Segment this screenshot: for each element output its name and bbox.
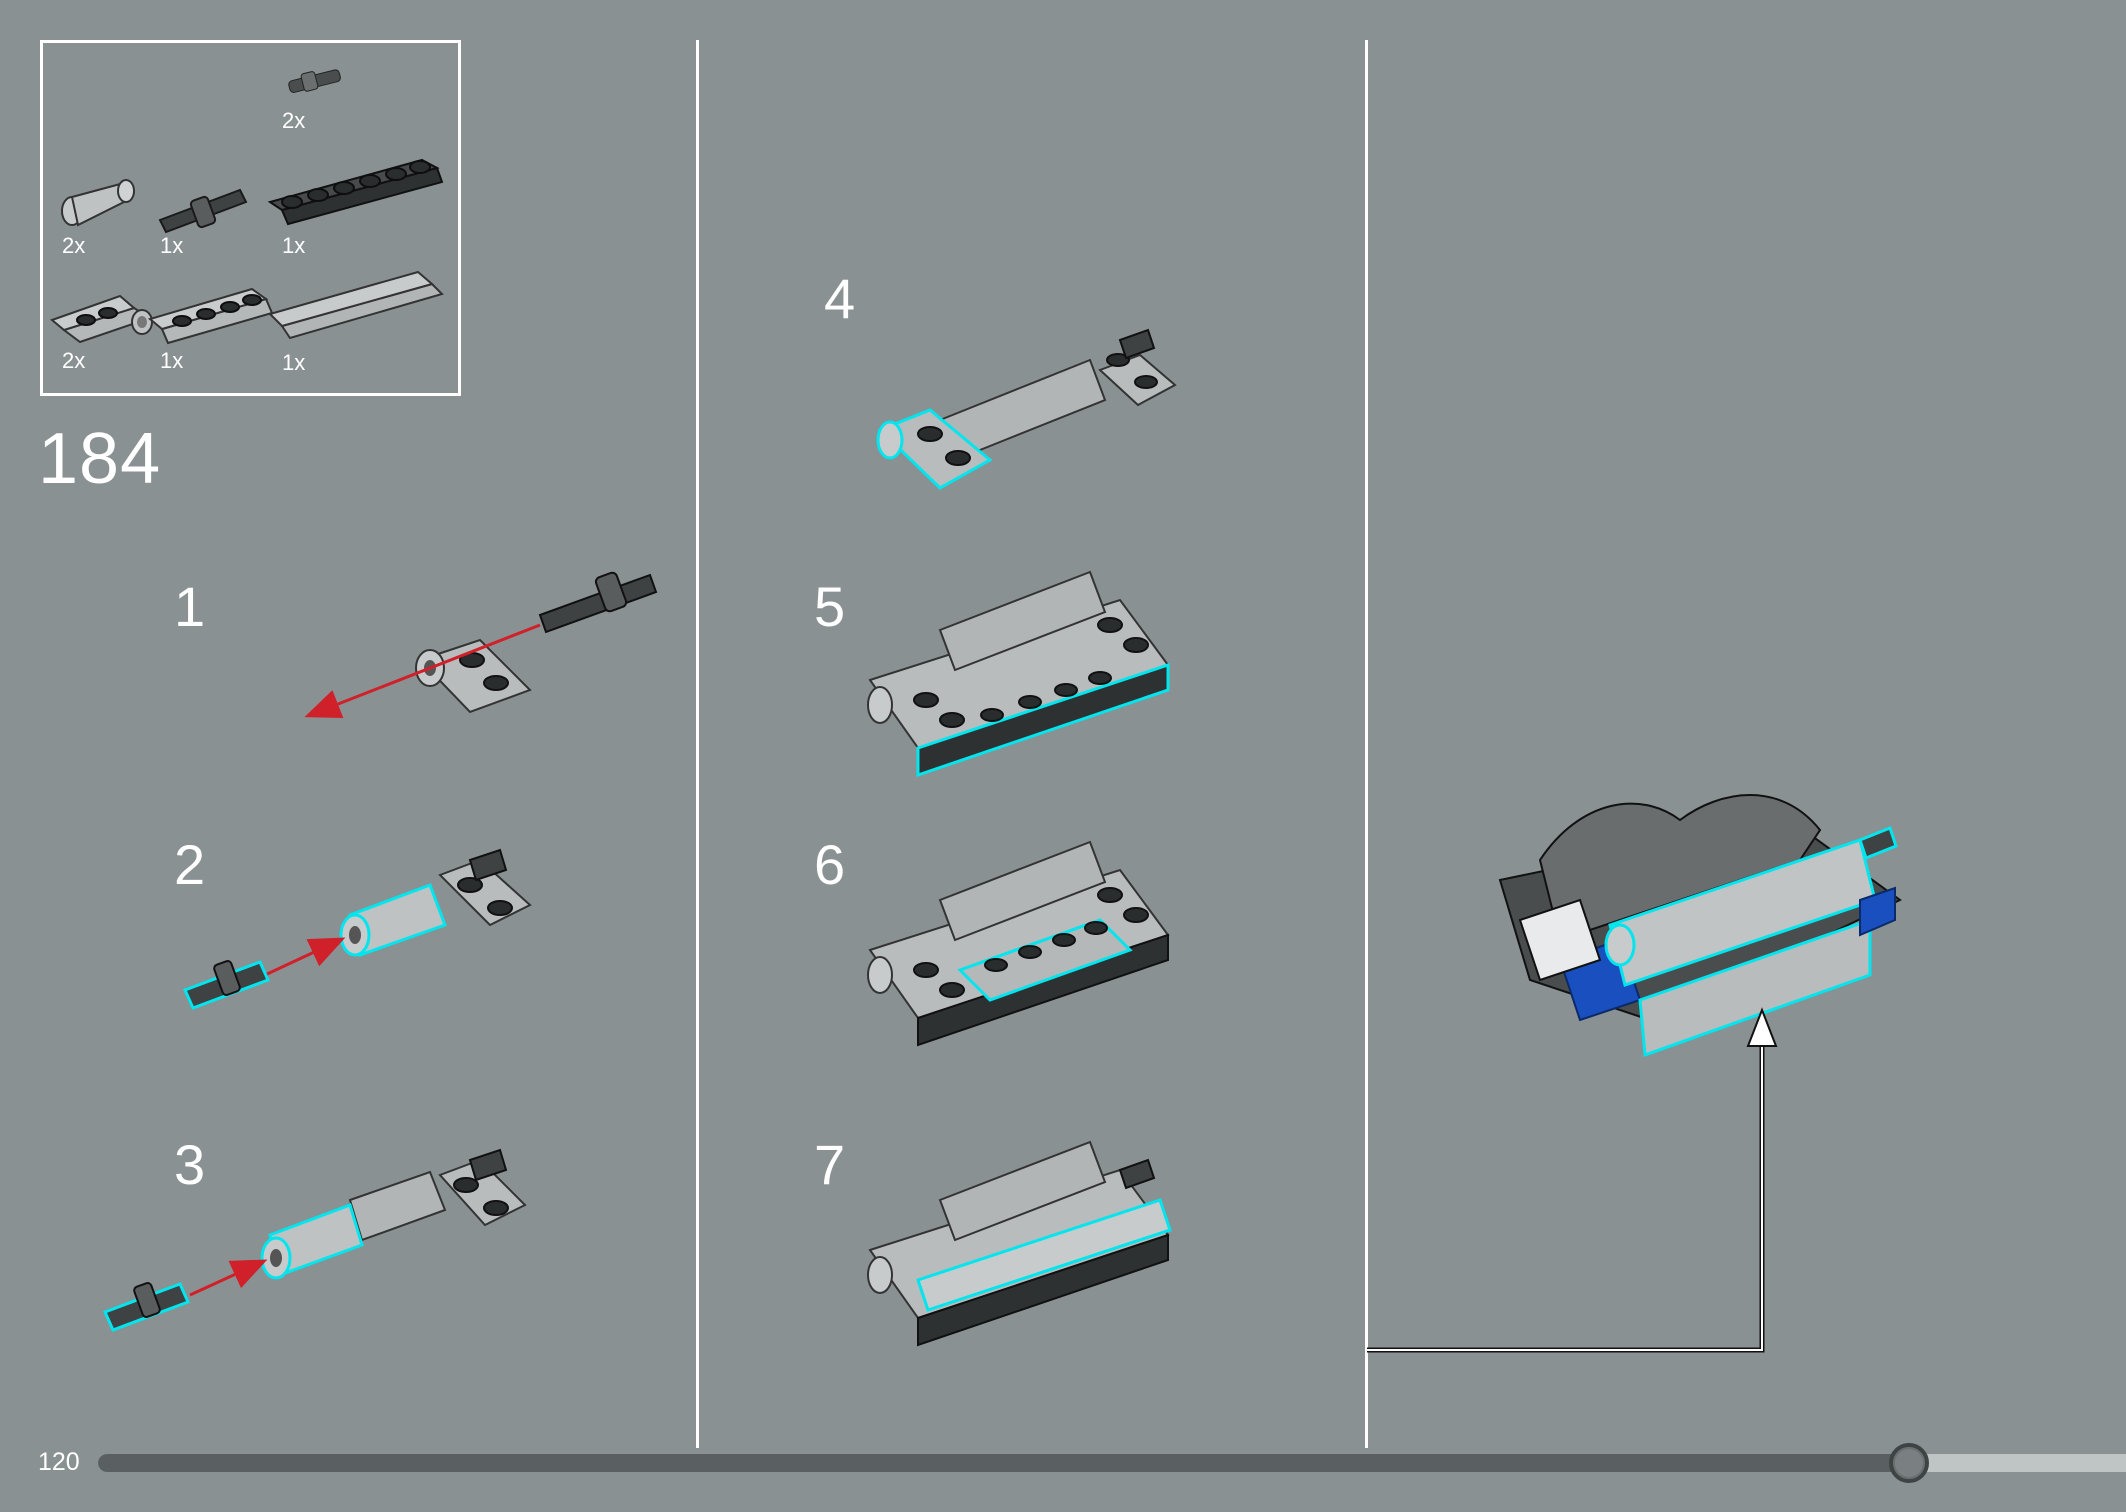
substep-number-7: 7 — [814, 1133, 846, 1196]
part-plate-with-pin-hole — [50, 294, 153, 344]
substep-number-1: 1 — [174, 575, 206, 638]
substep-number-5: 5 — [814, 575, 846, 638]
parts-list-box — [40, 40, 461, 396]
main-step-number: 184 — [38, 419, 162, 499]
substep-4-illustration — [876, 328, 1177, 490]
substep-3-illustration — [102, 1148, 527, 1332]
substep-number-2: 2 — [174, 833, 206, 896]
page-number: 120 — [38, 1448, 80, 1476]
callout-arrow — [1367, 1007, 1778, 1353]
part-plate-1x4 — [147, 287, 274, 345]
part-tile-1x6 — [268, 270, 444, 340]
substep-number-3: 3 — [174, 1133, 206, 1196]
substep-2-illustration — [182, 848, 532, 1010]
part-qty-axle-pin-small: 2x — [282, 108, 306, 133]
substep-7-illustration — [867, 1140, 1172, 1347]
part-qty-plate-1x6-dark: 1x — [282, 233, 306, 258]
progress-slider-knob[interactable] — [1889, 1443, 1929, 1483]
part-qty-plate-with-pin-hole: 2x — [62, 348, 86, 373]
part-qty-bush-connector: 2x — [62, 233, 86, 258]
column-divider-right — [1365, 40, 1368, 1448]
part-bush-connector — [61, 179, 135, 227]
part-qty-axle-pin-dark: 1x — [160, 233, 184, 258]
substep-5-illustration — [867, 570, 1170, 778]
column-divider-left — [696, 40, 699, 1448]
substep-1-illustration — [304, 571, 658, 719]
progress-fill — [98, 1454, 1909, 1472]
assembly-illustration — [1498, 794, 1902, 1058]
part-qty-tile-1x6: 1x — [282, 350, 306, 375]
part-plate-1x6-dark — [267, 158, 444, 226]
part-axle-pin-dark — [158, 188, 248, 234]
substep-number-4: 4 — [824, 267, 856, 330]
part-axle-pin-small — [288, 69, 341, 93]
part-qty-plate-1x4: 1x — [160, 348, 184, 373]
substep-6-illustration — [867, 840, 1170, 1047]
substep-number-6: 6 — [814, 833, 846, 896]
